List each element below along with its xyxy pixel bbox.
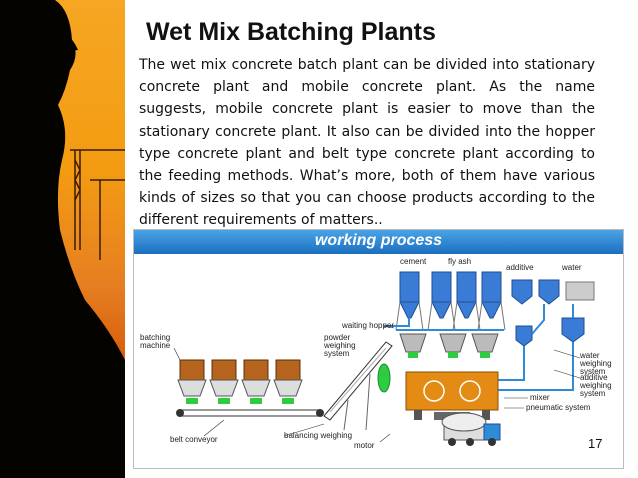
additive-water-tanks <box>511 279 595 347</box>
diagram-header <box>134 230 623 254</box>
label-motor: motor <box>354 441 375 450</box>
page-number: 17 <box>588 436 603 451</box>
label-additive-weighing: additive weighing system <box>580 373 612 398</box>
inclined-belt-conveyor <box>323 341 393 431</box>
horizontal-belt-conveyor <box>176 409 324 417</box>
label-additive: additive <box>506 263 534 272</box>
cement-silos <box>399 271 502 319</box>
worker-silhouette-image <box>0 0 125 478</box>
label-belt-conveyor: belt conveyor <box>170 435 218 444</box>
label-powder-weighing: powder weighing system <box>324 333 356 358</box>
working-process-diagram: working process <box>133 229 624 469</box>
slide-title: Wet Mix Batching Plants <box>146 18 436 46</box>
diagram-title: working process <box>314 232 443 249</box>
label-mixer: mixer <box>530 393 550 402</box>
worker-silhouette-photo <box>0 0 125 478</box>
batching-machine <box>177 359 303 404</box>
label-fly-ash: fly ash <box>448 257 472 266</box>
waiting-hoppers <box>399 333 499 358</box>
label-water-weighing: water weighing system <box>580 351 612 376</box>
mixer-truck <box>441 412 501 446</box>
label-cement: cement <box>400 257 427 266</box>
label-batching-machine: batching machine <box>140 333 171 350</box>
label-water: water <box>562 263 582 272</box>
label-waiting-hopper: waiting hopper <box>342 321 395 330</box>
slide-body-text: The wet mix concrete batch plant can be … <box>139 57 595 229</box>
mixer <box>405 371 499 420</box>
label-pneumatic-system: pneumatic system <box>526 403 591 412</box>
label-balancing-weighing: balancing weighing <box>284 431 353 440</box>
plant-illustration <box>173 271 595 446</box>
